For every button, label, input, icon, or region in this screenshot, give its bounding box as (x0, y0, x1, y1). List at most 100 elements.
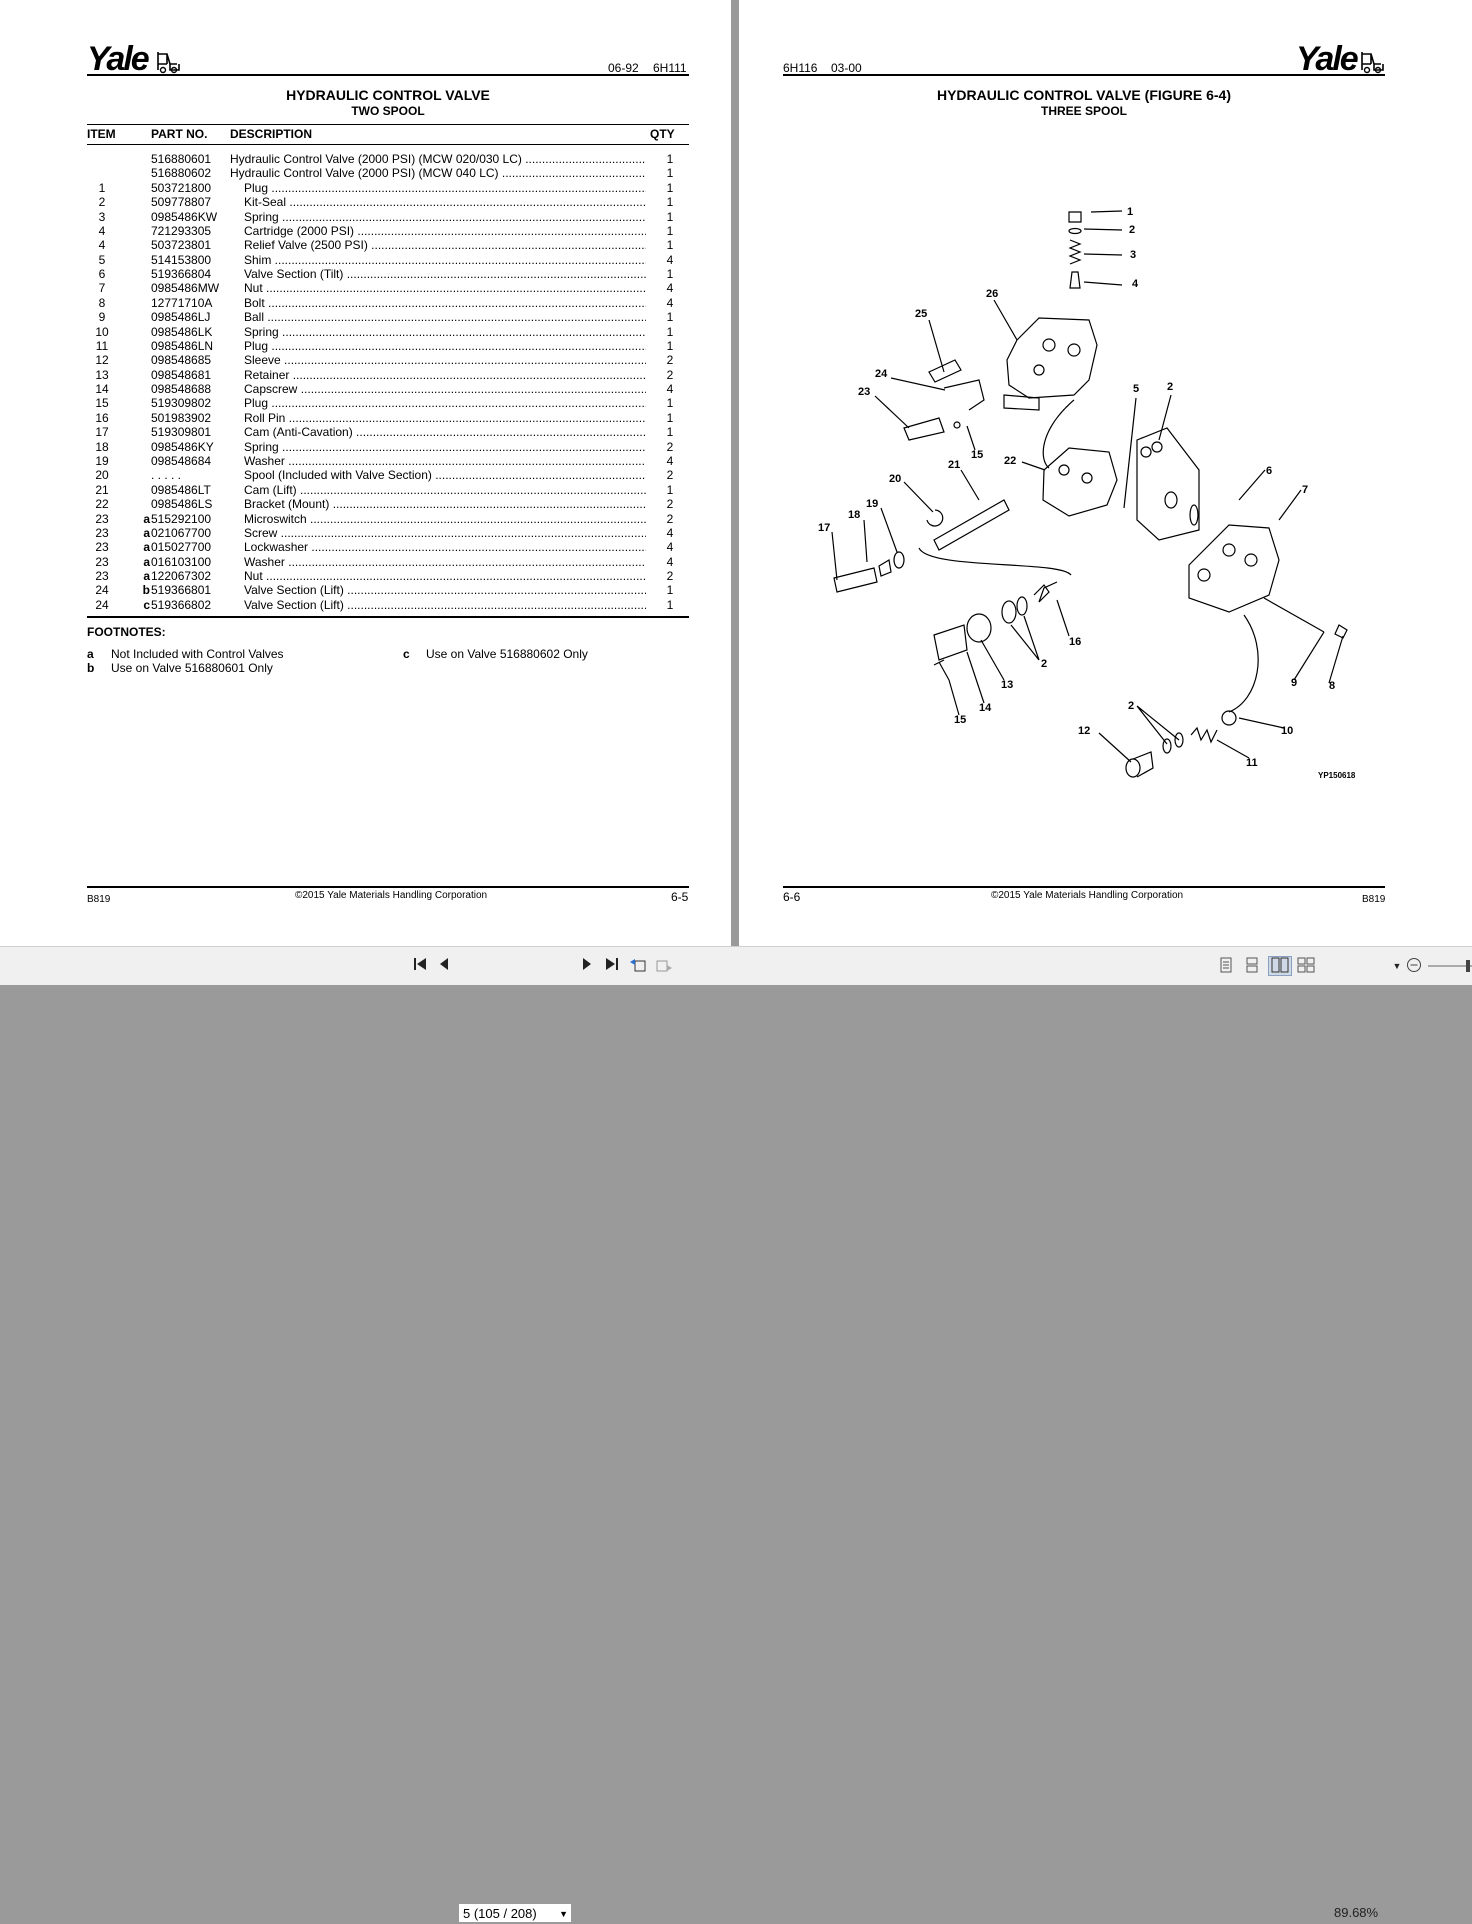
row-qty: 1 (666, 425, 674, 440)
callout-7: 7 (1302, 484, 1308, 496)
page-number-field[interactable]: 5 (105 / 208) ▼ (458, 1903, 572, 1923)
previous-view-icon[interactable] (628, 957, 648, 975)
row-item: 20 (95, 468, 109, 483)
two-page-view-icon[interactable] (1268, 956, 1292, 976)
row-description: Cartridge (2000 PSI) (244, 224, 646, 238)
row-qty: 1 (666, 482, 674, 497)
row-item: 23 (95, 554, 109, 569)
header-date: 06-92 (608, 61, 639, 75)
zoom-level[interactable]: 89.68% (1334, 1905, 1379, 1920)
zoom-slider[interactable] (1428, 957, 1472, 975)
row-description: Plug (244, 339, 646, 353)
footer-doc-code: B819 (87, 894, 111, 905)
row-item: 16 (95, 410, 109, 425)
callout-19: 19 (866, 498, 878, 510)
row-footnote: a (143, 554, 150, 569)
last-page-icon[interactable] (602, 957, 622, 975)
row-description: Spool (Included with Valve Section) (244, 468, 646, 482)
two-page-continuous-icon[interactable] (1296, 957, 1316, 975)
row-qty: 1 (666, 238, 674, 253)
row-description: Hydraulic Control Valve (2000 PSI) (MCW … (230, 152, 646, 166)
row-footnote: a (143, 540, 150, 555)
next-view-icon[interactable] (654, 957, 674, 975)
row-description: Cam (Anti-Cavation) (244, 425, 646, 439)
footnote-letter-a: a (87, 647, 94, 661)
header-code: 6H111 (653, 61, 687, 75)
zoom-dropdown-icon[interactable]: ▼ (1392, 961, 1402, 971)
callout-14: 14 (979, 702, 992, 714)
row-part-number: 0985486LT (151, 482, 211, 497)
table-row: 20. . . . .Spool (Included with Valve Se… (87, 468, 677, 482)
row-description: Washer (244, 555, 646, 569)
row-item: 23 (95, 540, 109, 555)
row-qty: 2 (666, 353, 674, 368)
right-page: 6H116 03-00 Yale HYDRAULIC CONTROL VALVE… (739, 0, 1472, 946)
table-row: 14098548688Capscrew4 (87, 382, 677, 396)
table-row: 110985486LNPlug1 (87, 339, 677, 353)
row-description: Valve Section (Tilt) (244, 267, 646, 281)
page-title: HYDRAULIC CONTROL VALVE (286, 87, 490, 103)
row-description: Nut (244, 281, 646, 295)
row-description: Lockwasher (244, 540, 646, 554)
row-item: 21 (95, 482, 109, 497)
first-page-icon[interactable] (410, 957, 430, 975)
row-part-number: 721293305 (151, 223, 212, 238)
row-description: Plug (244, 181, 646, 195)
next-page-icon[interactable] (578, 957, 596, 975)
header-date: 03-00 (831, 61, 862, 75)
footer-rule (783, 886, 1385, 888)
row-item: 19 (95, 453, 109, 468)
row-part-number: 519366802 (151, 597, 212, 612)
row-item: 5 (98, 252, 106, 267)
row-part-number: 519309802 (151, 396, 212, 411)
callout-2c: 2 (1041, 658, 1047, 670)
table-row: 70985486MWNut4 (87, 281, 677, 295)
row-qty: 1 (666, 583, 674, 598)
continuous-view-icon[interactable] (1244, 957, 1260, 975)
row-qty: 4 (666, 540, 674, 555)
callout-26: 26 (986, 288, 998, 300)
figure-id: YP150618 (1318, 771, 1356, 780)
footer-copyright: ©2015 Yale Materials Handling Corporatio… (991, 890, 1184, 901)
callout-5: 5 (1133, 383, 1139, 395)
row-part-number: 503721800 (151, 180, 212, 195)
col-header-description: DESCRIPTION (230, 127, 313, 141)
row-qty: 1 (666, 310, 674, 325)
col-header-qty: QTY (650, 127, 675, 141)
row-qty: 4 (666, 525, 674, 540)
table-row: 15519309802Plug1 (87, 396, 677, 410)
row-qty: 1 (666, 209, 674, 224)
row-qty: 1 (666, 152, 674, 166)
row-part-number: 098548685 (151, 353, 212, 368)
row-footnote: c (143, 597, 150, 612)
row-part-number: 503723801 (151, 238, 212, 253)
table-row: 180985486KYSpring2 (87, 440, 677, 454)
row-part-number: 0985486MW (151, 281, 220, 296)
row-qty: 2 (666, 367, 674, 382)
header-rule (87, 74, 689, 76)
row-part-number: 0985486KW (151, 209, 218, 224)
callout-6: 6 (1266, 465, 1272, 477)
row-description: Spring (244, 210, 646, 224)
row-part-number: 519366801 (151, 583, 212, 598)
single-page-view-icon[interactable] (1218, 957, 1234, 975)
header-code: 6H116 (783, 61, 818, 75)
callout-24: 24 (875, 368, 888, 380)
previous-page-icon[interactable] (435, 957, 453, 975)
row-item: 7 (98, 281, 106, 296)
callout-13: 13 (1001, 679, 1013, 691)
chevron-down-icon[interactable]: ▼ (559, 1909, 568, 1919)
row-part-number: 519309801 (151, 425, 212, 440)
callout-21: 21 (948, 459, 960, 471)
viewer-toolbar: 5 (105 / 208) ▼ 89.68% ▼ (0, 946, 1472, 1923)
table-row: 23a015027700Lockwasher4 (87, 540, 677, 554)
zoom-out-icon[interactable] (1406, 957, 1422, 975)
callout-3: 3 (1130, 249, 1136, 261)
row-item: 15 (95, 396, 109, 411)
